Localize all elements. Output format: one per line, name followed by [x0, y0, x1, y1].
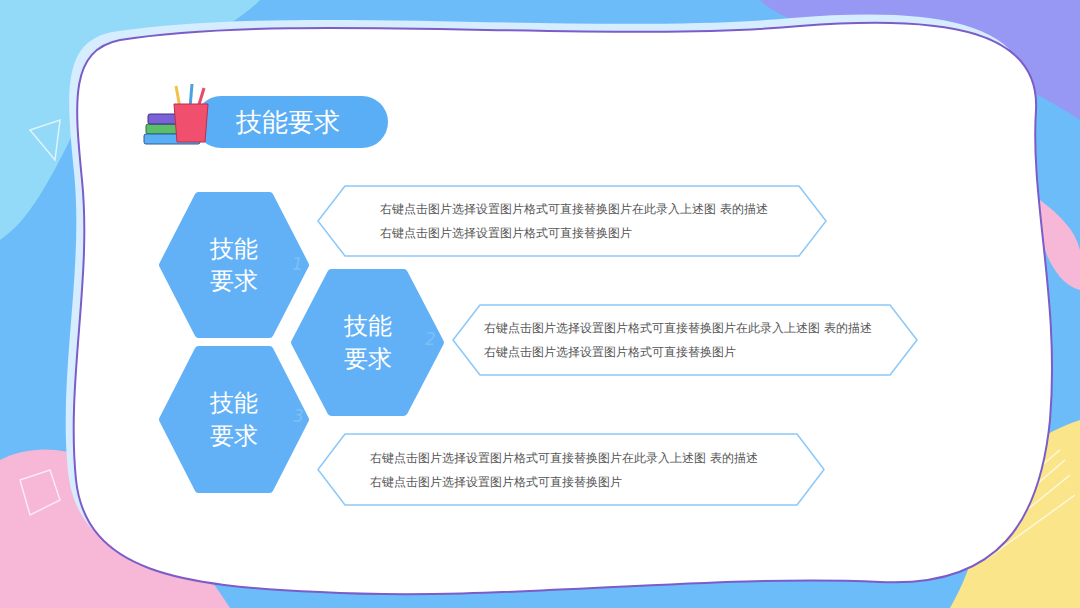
hexagon-shape: [295, 273, 440, 412]
callout-number: 3: [293, 406, 304, 426]
slide-title: 技能要求: [236, 96, 340, 148]
hexagon-shape: [163, 350, 305, 489]
description-text: 右键点击图片选择设置图片格式可直接替换图片在此录入上述图 表的描述右键点击图片选…: [370, 446, 762, 494]
description-box: 右键点击图片选择设置图片格式可直接替换图片在此录入上述图 表的描述右键点击图片选…: [453, 305, 917, 375]
callout-number: 1: [292, 254, 303, 274]
skill-hexagon: 技能 要求: [295, 273, 440, 412]
skill-hexagon: 技能 要求: [163, 196, 305, 334]
hexagon-outline: [318, 186, 826, 256]
skill-hexagon: 技能 要求: [163, 350, 305, 489]
hexagon-label: 技能 要求: [340, 310, 395, 375]
description-box: 右键点击图片选择设置图片格式可直接替换图片在此录入上述图 表的描述右键点击图片选…: [318, 186, 826, 256]
callout-number: 2: [425, 329, 436, 349]
description-box: 右键点击图片选择设置图片格式可直接替换图片在此录入上述图 表的描述右键点击图片选…: [318, 434, 824, 505]
hexagon-label: 技能 要求: [206, 233, 261, 298]
hexagon-shape: [163, 196, 305, 334]
hexagon-label: 技能 要求: [206, 387, 261, 452]
hexagon-outline: [318, 434, 824, 505]
hexagon-outline: [453, 305, 917, 375]
description-text: 右键点击图片选择设置图片格式可直接替换图片在此录入上述图 表的描述右键点击图片选…: [380, 197, 772, 245]
description-text: 右键点击图片选择设置图片格式可直接替换图片在此录入上述图 表的描述右键点击图片选…: [484, 316, 876, 364]
